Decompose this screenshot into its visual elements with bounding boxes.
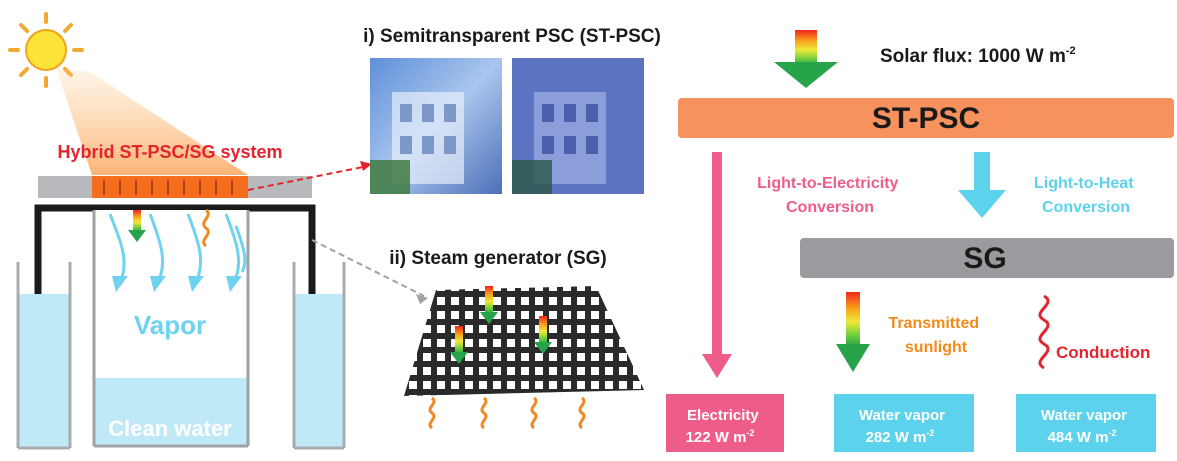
light-to-heat-label: Light-to-Heat Conversion <box>1034 175 1138 216</box>
sunlight-beam <box>56 68 248 175</box>
transmitted-light-arrow <box>133 210 141 232</box>
vapor-label: Vapor <box>134 310 206 340</box>
electricity-arrow <box>702 152 732 378</box>
transmitted-sunlight-label: Transmitted sunlight <box>888 315 983 356</box>
photo-through-cell <box>512 58 644 194</box>
zoom-connector-sg-head <box>416 294 428 304</box>
zoom-connector-psc-head <box>360 161 372 171</box>
evaporation-chamber <box>92 210 250 448</box>
st-psc-box <box>678 98 1174 138</box>
clean-water-label: Clean water <box>108 416 232 441</box>
right-water-vessel <box>292 262 346 450</box>
cell-support-plate <box>38 176 312 198</box>
svg-text:Electricity 122 W m-2: Electricity 122 W m-2 <box>686 407 763 446</box>
conduction-label: Conduction <box>1056 343 1150 362</box>
water-vapor-output-box-2: Water vapor 484 W m-2 <box>1016 394 1156 452</box>
svg-text:Water vapor 282 W m-2: Water vapor 282 W m-2 <box>859 407 949 446</box>
stand-frame <box>34 204 316 298</box>
light-to-electricity-label: Light-to-Electricity Conversion <box>757 175 903 216</box>
heat-arrow <box>958 152 1006 218</box>
transmitted-light-arrowhead <box>128 230 146 242</box>
sg-box-label: SG <box>963 242 1006 275</box>
solar-flux-arrow <box>774 30 838 88</box>
solar-flux-label: Solar flux: 1000 W m-2 <box>880 45 1076 67</box>
steam-generator-mesh <box>404 286 644 396</box>
sun-icon <box>8 12 84 88</box>
svg-text:Water vapor 484 W m-2: Water vapor 484 W m-2 <box>1041 407 1131 446</box>
mesh-sunlight-arrows <box>450 286 552 364</box>
electricity-output-box: Electricity 122 W m-2 <box>666 394 784 452</box>
sg-title: ii) Steam generator (SG) <box>389 248 607 269</box>
photo-without-cell <box>370 58 502 194</box>
mesh-heat-icons <box>428 396 586 430</box>
transmitted-sunlight-arrow <box>836 292 870 372</box>
st-psc-box-label: ST-PSC <box>872 102 980 135</box>
sg-box <box>800 238 1174 278</box>
zoom-connector-psc <box>247 165 369 191</box>
vapor-arrowheads <box>112 276 242 292</box>
water-vapor-output-box-1: Water vapor 282 W m-2 <box>834 394 974 452</box>
hybrid-system-label: Hybrid ST-PSC/SG system <box>57 142 282 162</box>
st-psc-title: i) Semitransparent PSC (ST-PSC) <box>363 26 661 47</box>
heat-conduction-icon <box>202 208 210 248</box>
conduction-icon <box>1038 294 1050 370</box>
zoom-connector-sg <box>311 239 425 297</box>
left-water-vessel <box>16 262 72 450</box>
